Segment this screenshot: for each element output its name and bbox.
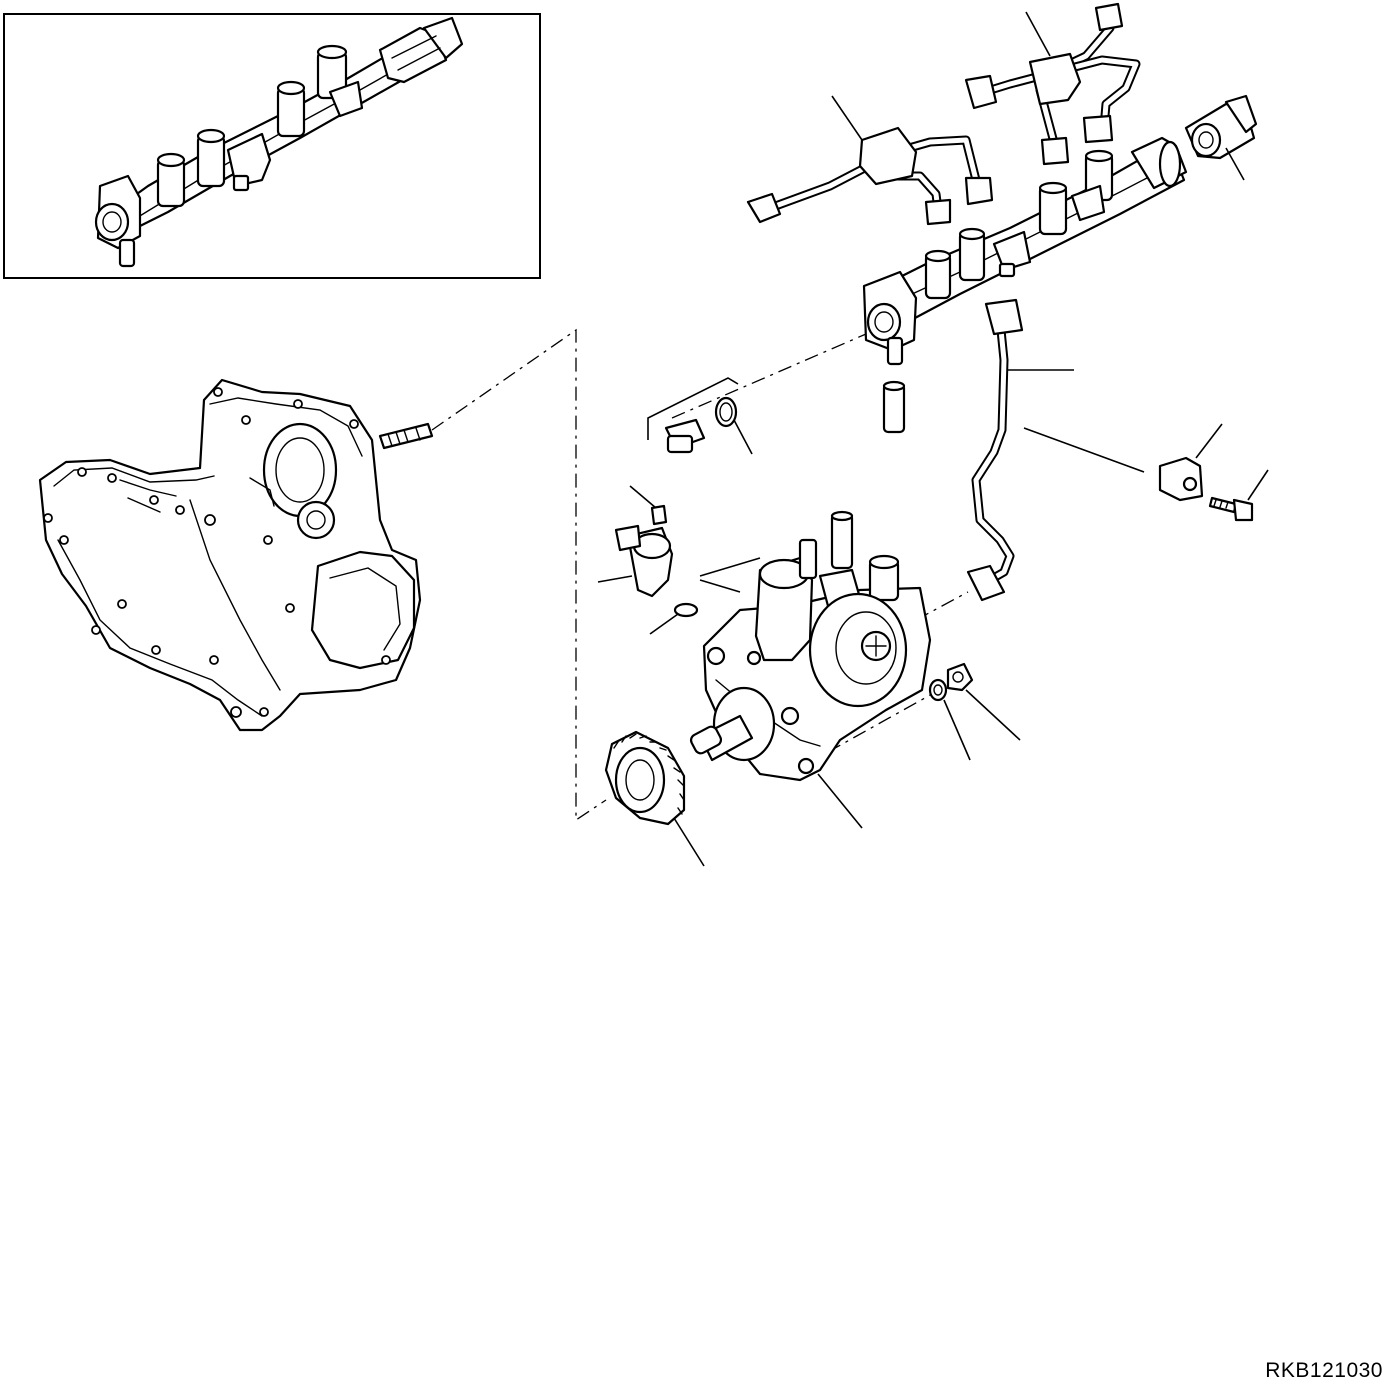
valve-o-ring (649, 602, 699, 635)
plug (647, 377, 739, 454)
pipe-clamp (1158, 423, 1223, 502)
dowel-pin (882, 380, 906, 434)
injection-pipe-set-rear (964, 2, 1141, 166)
plug-o-ring (714, 396, 753, 455)
pump-drive-gear (604, 730, 705, 867)
high-pressure-pipe (966, 298, 1145, 602)
washer (928, 678, 971, 761)
nut (946, 662, 1021, 741)
stud-bolt (378, 422, 434, 450)
gear-case (38, 378, 422, 732)
drawing-code: RKB121030 (1265, 1359, 1383, 1382)
fuel-supply-pump (689, 510, 932, 829)
injection-pipe-set-front (746, 95, 994, 226)
common-rail (862, 136, 1188, 366)
rail-pressure-sensor (1184, 94, 1258, 181)
clamp-bolt (1208, 469, 1269, 522)
common-rail-detail (3, 13, 541, 279)
suction-control-valve (597, 524, 761, 598)
valve-screw (629, 485, 668, 526)
